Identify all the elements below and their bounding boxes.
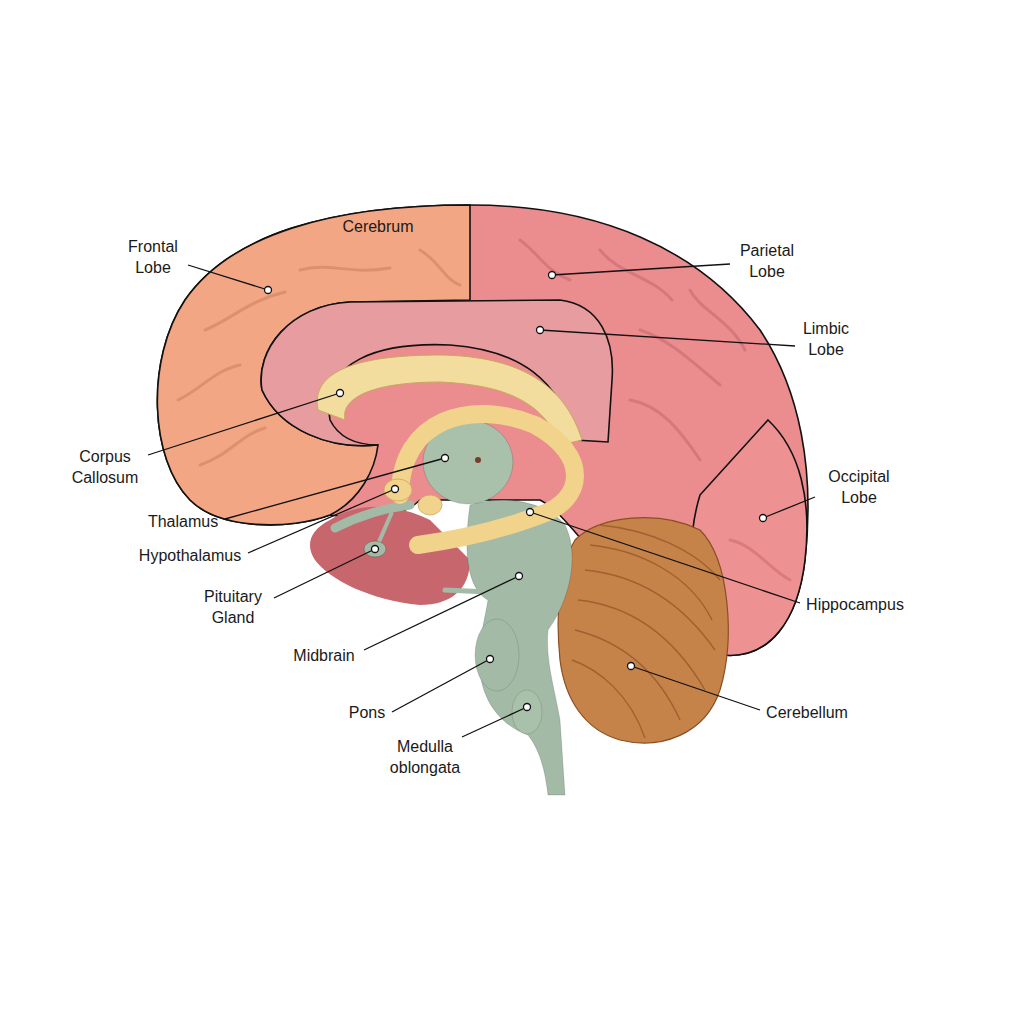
part-label: Hypothalamus <box>139 546 241 567</box>
mamillary-body <box>418 495 442 515</box>
leader-lines <box>148 264 815 737</box>
lobe-label: Limbic Lobe <box>793 319 859 361</box>
brainstem <box>467 500 572 795</box>
thalamus-mark <box>475 457 481 463</box>
lobe-label: Parietal Lobe <box>731 241 803 283</box>
part-label: Corpus Callosum <box>64 447 146 489</box>
cerebellum <box>558 518 728 743</box>
optic-nerve <box>335 505 410 528</box>
cranial-nerve <box>445 590 488 592</box>
part-label: Thalamus <box>148 512 218 533</box>
pituitary-stalk <box>378 512 392 544</box>
part-label: Medulla oblongata <box>382 737 468 779</box>
part-label: Cerebellum <box>766 703 848 724</box>
pons <box>475 619 519 691</box>
part-label: Pons <box>349 703 385 724</box>
part-label: Hippocampus <box>806 595 904 616</box>
cerebellum-folia <box>572 525 720 738</box>
pituitary-gland <box>364 541 386 557</box>
hypothalamus <box>384 479 412 501</box>
sulci <box>730 540 790 580</box>
part-label: Pituitary Gland <box>194 587 272 629</box>
region-label: Cerebrum <box>342 217 413 238</box>
lobe-label: Occipital Lobe <box>819 467 899 509</box>
fornix-hippocampus <box>400 414 575 545</box>
part-label: Midbrain <box>293 646 354 667</box>
lobe-label: Frontal Lobe <box>116 237 191 279</box>
leader-dots <box>265 272 767 711</box>
